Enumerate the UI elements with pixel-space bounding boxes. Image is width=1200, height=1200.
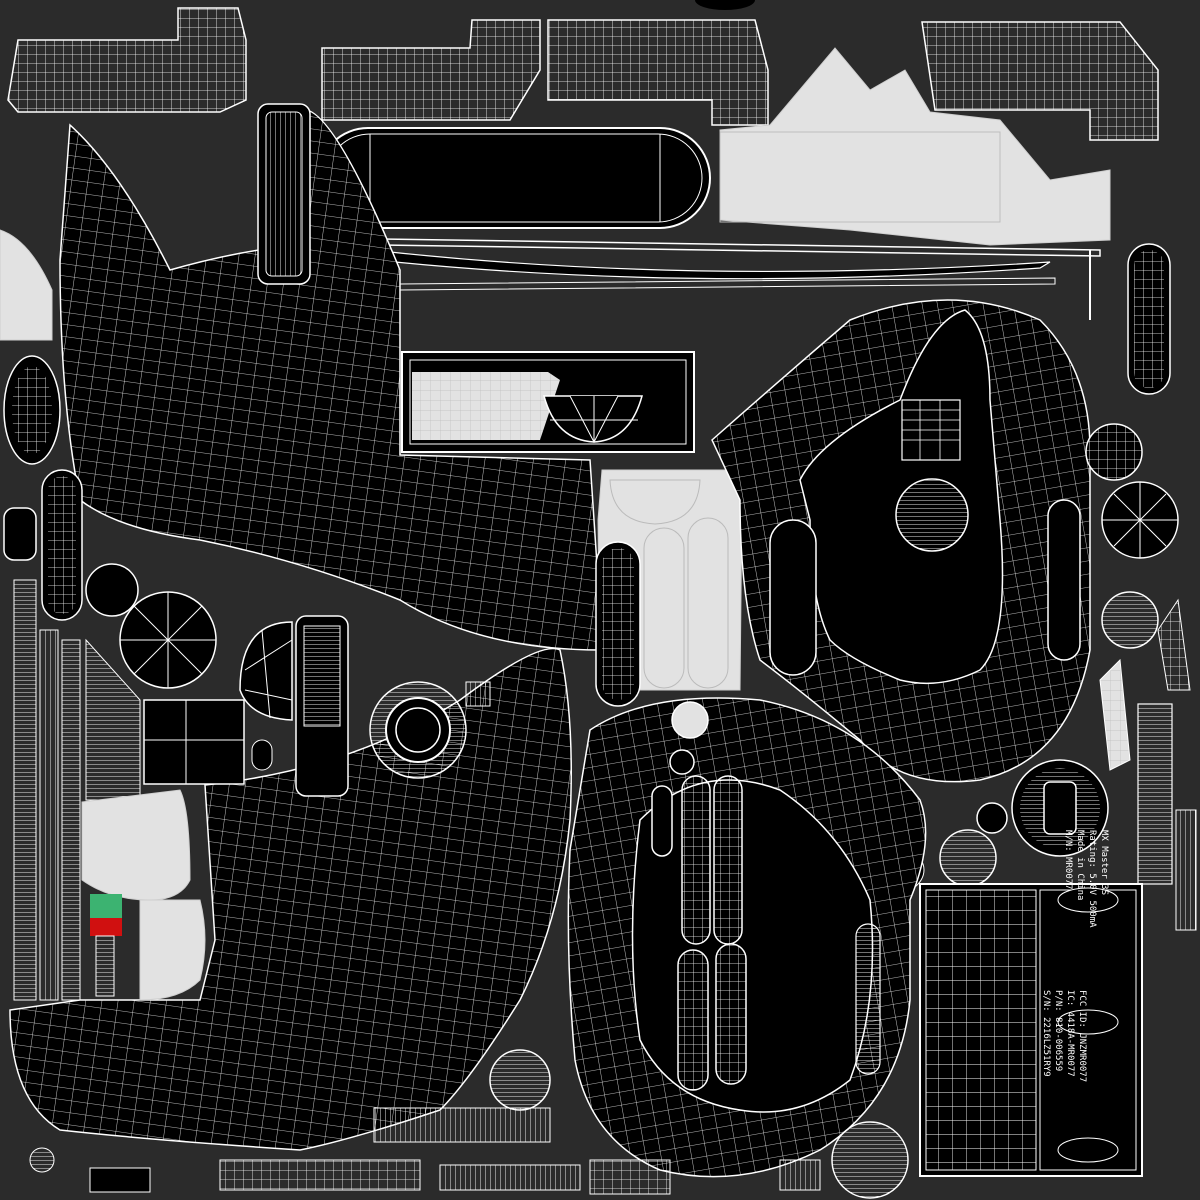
- top-islands: [7, 7, 1159, 246]
- label-line-7: P/N: 810-006559: [1053, 990, 1063, 1071]
- light-tile-group: [595, 469, 743, 707]
- label-line-6: IC: 4418A-MR0077: [1065, 990, 1075, 1077]
- top-edge-blob: [695, 0, 755, 10]
- top-dark-capsule: [317, 127, 711, 229]
- red-marker: [90, 918, 122, 936]
- upper-right-shell: [711, 299, 1091, 783]
- label-line-4: M/N: MR0077: [1063, 830, 1073, 890]
- label-line-3: Made in China: [1075, 830, 1085, 900]
- label-island: MX Master 3S Rating: 5.0V 500mA Made in …: [919, 830, 1143, 1177]
- label-line-2: Rating: 5.0V 500mA: [1087, 830, 1097, 928]
- label-line-5: FCC ID: JNZMR0077: [1077, 990, 1087, 1082]
- bottom-strip: [29, 1049, 821, 1195]
- left-column-parts: [0, 229, 206, 1001]
- green-marker: [90, 894, 122, 920]
- right-column-parts: [835, 243, 1197, 931]
- label-line-8: S/N: 2216LZ51RY9: [1041, 990, 1051, 1077]
- lower-center-shell: [567, 697, 927, 1199]
- center-small-parts: [85, 563, 491, 785]
- center-rect-island: [401, 351, 695, 453]
- label-line-1: MX Master 3S: [1099, 830, 1109, 895]
